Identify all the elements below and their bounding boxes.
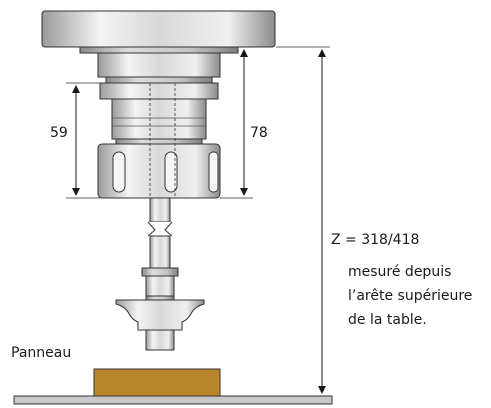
note-line-2: l’arête supérieure xyxy=(348,288,472,304)
tool-holder xyxy=(97,52,221,145)
measurement-note: mesuré depuis l’arête supérieure de la t… xyxy=(348,264,472,328)
router-bit xyxy=(115,267,205,351)
dim-78-label: 78 xyxy=(250,125,268,141)
centre-lines xyxy=(149,83,176,198)
z-value-label: Z = 318/418 xyxy=(331,232,419,248)
dim-59-label: 59 xyxy=(50,125,68,141)
collet-nut xyxy=(97,143,221,199)
tool-shank xyxy=(147,197,173,269)
wood-panel xyxy=(93,368,221,397)
dimension-78: 78 xyxy=(220,46,268,199)
dimension-59: 59 xyxy=(50,82,100,199)
note-line-3: de la table. xyxy=(348,312,427,328)
machine-table xyxy=(13,395,333,405)
note-line-1: mesuré depuis xyxy=(348,264,451,280)
panel-label: Panneau xyxy=(11,345,71,361)
dimension-z: Z = 318/418 xyxy=(276,46,419,394)
